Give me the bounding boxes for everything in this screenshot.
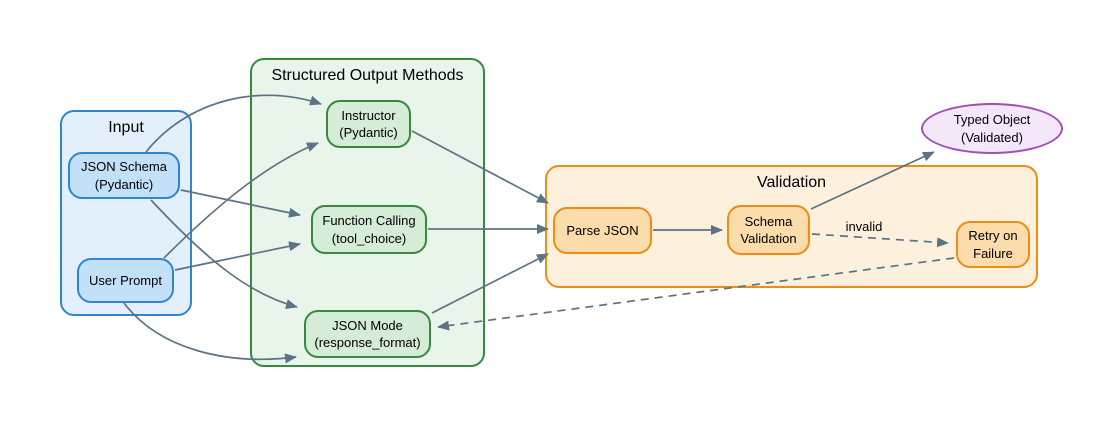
node-json-mode-line2: (response_format) bbox=[314, 335, 421, 350]
node-typed-object: Typed Object (Validated) bbox=[921, 103, 1063, 154]
group-validation-title: Validation bbox=[756, 174, 827, 191]
edge-retry-to-json-mode bbox=[437, 257, 955, 331]
node-schema-validation-line2: Validation bbox=[740, 231, 797, 246]
node-function-calling-line2: (tool_choice) bbox=[331, 230, 407, 246]
edge-user-prompt-to-instructor bbox=[163, 142, 319, 259]
edge-user-prompt-to-function-calling bbox=[174, 241, 301, 271]
edge-json-mode-to-parse-json bbox=[431, 253, 549, 314]
node-user-prompt-line1: User Prompt bbox=[89, 272, 162, 288]
node-typed-object-line1: Typed Object bbox=[953, 112, 1031, 128]
node-user-prompt: User Prompt bbox=[77, 258, 174, 303]
node-retry-line2: Failure bbox=[973, 245, 1013, 261]
edge-schema-validation-to-typed-object bbox=[810, 151, 935, 210]
node-retry-line1: Retry on bbox=[968, 228, 1018, 244]
group-input-title: Input bbox=[108, 119, 144, 136]
node-instructor-line1: Instructor bbox=[341, 107, 396, 123]
edge-json-schema-to-json-mode bbox=[150, 199, 298, 310]
node-json-schema-line1: JSON Schema bbox=[81, 159, 167, 175]
edge-label-invalid: invalid bbox=[846, 219, 883, 234]
edge-json-schema-to-instructor bbox=[145, 94, 322, 153]
node-parse-json-line1: Parse JSON bbox=[566, 222, 639, 238]
node-instructor: Instructor (Pydantic) bbox=[326, 100, 411, 148]
node-typed-object-line2: (Validated) bbox=[961, 129, 1023, 145]
edge-user-prompt-to-json-mode bbox=[123, 302, 297, 364]
node-function-calling-line1: Function Calling bbox=[322, 213, 416, 229]
node-json-mode: JSON Mode (response_format) bbox=[304, 310, 431, 358]
edge-json-schema-to-function-calling bbox=[180, 189, 301, 218]
node-instructor-line2: (Pydantic) bbox=[339, 125, 398, 140]
node-json-schema: JSON Schema (Pydantic) bbox=[68, 152, 180, 199]
edge-instructor-to-parse-json bbox=[411, 130, 549, 204]
node-parse-json: Parse JSON bbox=[553, 207, 652, 254]
node-schema-validation-line1: Schema bbox=[744, 213, 793, 229]
node-json-mode-line1: JSON Mode bbox=[332, 317, 403, 333]
group-methods-title: Structured Output Methods bbox=[271, 67, 464, 84]
node-function-calling: Function Calling (tool_choice) bbox=[311, 205, 427, 254]
node-retry-on-failure: Retry on Failure bbox=[956, 221, 1030, 268]
node-json-schema-line2: (Pydantic) bbox=[94, 176, 154, 192]
edge-schema-validation-to-retry-invalid bbox=[811, 233, 949, 248]
node-schema-validation: Schema Validation bbox=[727, 205, 810, 255]
